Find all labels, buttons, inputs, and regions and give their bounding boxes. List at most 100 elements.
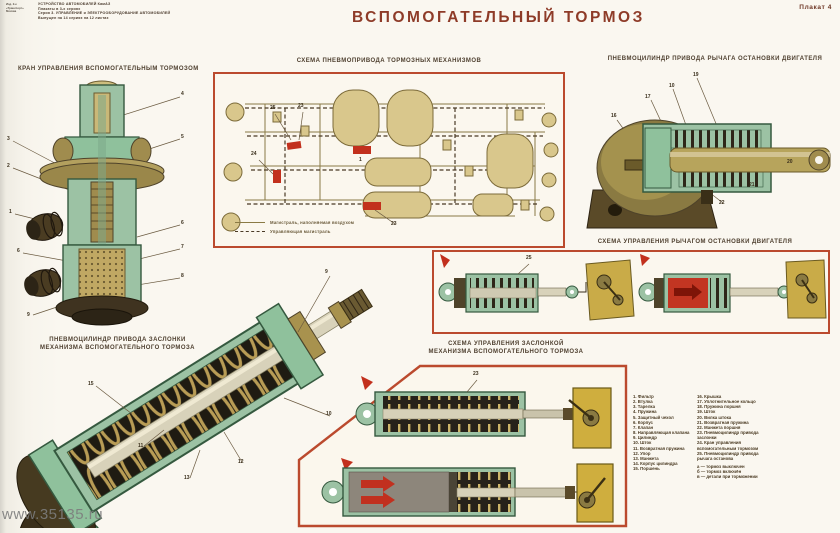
series-header-line: УСТРОЙСТВО АВТОМОБИЛЕЙ КамАЗ: [38, 2, 111, 6]
callout-label: 16: [611, 113, 617, 119]
highlighted-valves: [258, 111, 396, 225]
legend-note: в — детали при торможении: [697, 474, 758, 480]
flap-state-closed: [321, 458, 614, 523]
valve-body: [39, 80, 165, 326]
publisher-line: «Транспорт»: [6, 5, 24, 10]
solid-line-sample: [235, 222, 265, 223]
legend-entry: 25. Пневмоцилиндр привода рычага останов…: [697, 450, 759, 461]
flap-cylinder-title-line2: МЕХАНИЗМА ВСПОМОГАТЕЛЬНОГО ТОРМОЗА: [40, 345, 195, 352]
flap-state-open: [355, 376, 612, 449]
legend-entry: 13. Манжета: [633, 455, 659, 461]
schema-line-legend: Магистраль, наполняемая воздухом Управля…: [235, 218, 354, 236]
callout-label: 3: [7, 136, 10, 142]
legend-row-control: Управляющая магистраль: [235, 227, 354, 236]
legend-note: б — тормоз включён: [697, 469, 742, 475]
callout-label: 2: [7, 163, 10, 169]
legend-entry: 24. Кран управления вспомогательным торм…: [697, 440, 759, 451]
legend-entry: 15. Поршень: [633, 466, 660, 472]
callout-label: 6: [17, 248, 20, 254]
callout-label: 5: [181, 134, 184, 140]
legend-entry: 1. Фильтр: [633, 394, 654, 399]
callout-label: 25: [270, 105, 276, 111]
legend-entry: 16. Крышка: [697, 394, 722, 399]
publisher-line: Москва: [6, 9, 17, 14]
callout-label: 1: [9, 209, 12, 215]
legend-entry: 19. Шток: [697, 409, 716, 415]
valve-port-lower: [24, 267, 62, 297]
callout-label: 23: [391, 221, 397, 227]
poster-number: Плакат 4: [799, 4, 832, 11]
legend-entry: 12. Упор: [633, 450, 651, 456]
callout-label: 9: [325, 269, 328, 275]
legend-note: а — тормоз выключен: [697, 464, 745, 470]
publisher-block: Изд. 2-е«Транспорт»Москва: [6, 2, 36, 14]
callout-label: 10: [669, 83, 675, 89]
legend-entry: 18. Пружина поршня: [697, 404, 741, 410]
stop-cylinder-body: [586, 119, 831, 229]
legend-row-air: Магистраль, наполняемая воздухом: [235, 218, 354, 227]
legend-entry: 23. Пневмоцилиндр привода заслонки: [697, 430, 759, 441]
stop-state-released: [438, 254, 635, 321]
flap-schema-title-line2: МЕХАНИЗМА ВСПОМОГАТЕЛЬНОГО ТОРМОЗА: [428, 349, 584, 356]
flap-cylinder-assembly: [16, 288, 373, 528]
valve-illustration: [12, 80, 181, 326]
dashed-line-sample: [235, 231, 265, 232]
legend-entry: 20. Вилка штока: [697, 414, 732, 420]
publisher-line: Изд. 2-е: [6, 2, 17, 6]
series-header-line: Серия 3. УПРАВЛЕНИЕ и ЭЛЕКТРООБОРУДОВАНИ…: [38, 11, 171, 16]
valve-section-title: КРАН УПРАВЛЕНИЯ ВСПОМОГАТЕЛЬНЫМ ТОРМОЗОМ: [18, 66, 199, 72]
callout-label: 20: [787, 159, 793, 165]
callout-label: 11: [138, 443, 144, 449]
flap-cylinder-leaders: [95, 275, 331, 479]
callout-label: 13: [184, 475, 190, 481]
legend-entry: 14. Корпус цилиндра: [633, 461, 678, 467]
flap-cylinder-title-line1: ПНЕВМОЦИЛИНДР ПРИВОДА ЗАСЛОНКИ: [49, 337, 186, 343]
callout-label: 7: [181, 244, 184, 250]
flap-cylinder-figure: 9 15 11 12 13 10: [12, 246, 392, 528]
callout-label: 8: [181, 273, 184, 279]
legend-entry: 22. Манжета поршня: [697, 424, 741, 430]
legend-entry: 17. Уплотнительное кольцо: [697, 399, 756, 405]
callout-label: 10: [326, 411, 332, 417]
flap-cylinder-illustration: [16, 275, 373, 528]
stop-state-applied: [638, 254, 827, 319]
callout-label: 9: [27, 312, 30, 318]
callout-label: 23: [298, 103, 304, 109]
legend-entry: 21. Возвратная пружина: [697, 419, 749, 425]
air-tanks: [332, 89, 534, 219]
pneumo-schema-box: Магистраль, наполняемая воздухом Управля…: [213, 72, 565, 248]
legend-air-label: Магистраль, наполняемая воздухом: [270, 220, 355, 225]
flap-schema-drawing: [297, 364, 628, 528]
callout-label: 12: [238, 459, 244, 465]
legend-entry: 4. Пружина: [633, 409, 657, 415]
callout-label: 6: [181, 220, 184, 226]
valve-figure: 3 2 1 6 9 4 5 6 7 8: [5, 75, 210, 330]
stop-cylinder-illustration: [586, 77, 831, 229]
legend-entry: 10. Шток: [633, 440, 652, 446]
flap-cylinder-title: ПНЕВМОЦИЛИНДР ПРИВОДА ЗАСЛОНКИ МЕХАНИЗМА…: [25, 336, 210, 353]
legend-entry: 11. Возвратная пружина: [633, 445, 685, 451]
callout-label: 1: [359, 157, 362, 163]
callout-label: 15: [88, 381, 94, 387]
legend-entry: 7. Клапан: [633, 424, 654, 430]
legend-entry: 9. Цилиндр: [633, 435, 657, 441]
series-header-line: Плакаты в 3-х сериях: [38, 6, 81, 11]
watermark: www.35135.ru: [2, 506, 104, 523]
legend-control-label: Управляющая магистраль: [270, 229, 331, 234]
callout-label: 21: [749, 182, 755, 188]
callout-label: 23: [473, 371, 479, 377]
stop-schema-drawing: [438, 254, 827, 321]
flap-schema-title: СХЕМА УПРАВЛЕНИЯ ЗАСЛОНКОЙ МЕХАНИЗМА ВСП…: [400, 340, 612, 357]
valve-port-upper: [26, 211, 64, 241]
callout-label: 4: [181, 91, 184, 97]
callout-label: 24: [251, 151, 257, 157]
legend-entry: 6. Корпус: [633, 419, 653, 425]
legend-entry: 8. Направляющая клапана: [633, 430, 690, 436]
series-header-line: Выпущен на 14 сериях на 12 листах: [38, 16, 109, 21]
stop-cylinder-title: ПНЕВМОЦИЛИНДР ПРИВОДА РЫЧАГА ОСТАНОВКИ Д…: [607, 56, 823, 62]
